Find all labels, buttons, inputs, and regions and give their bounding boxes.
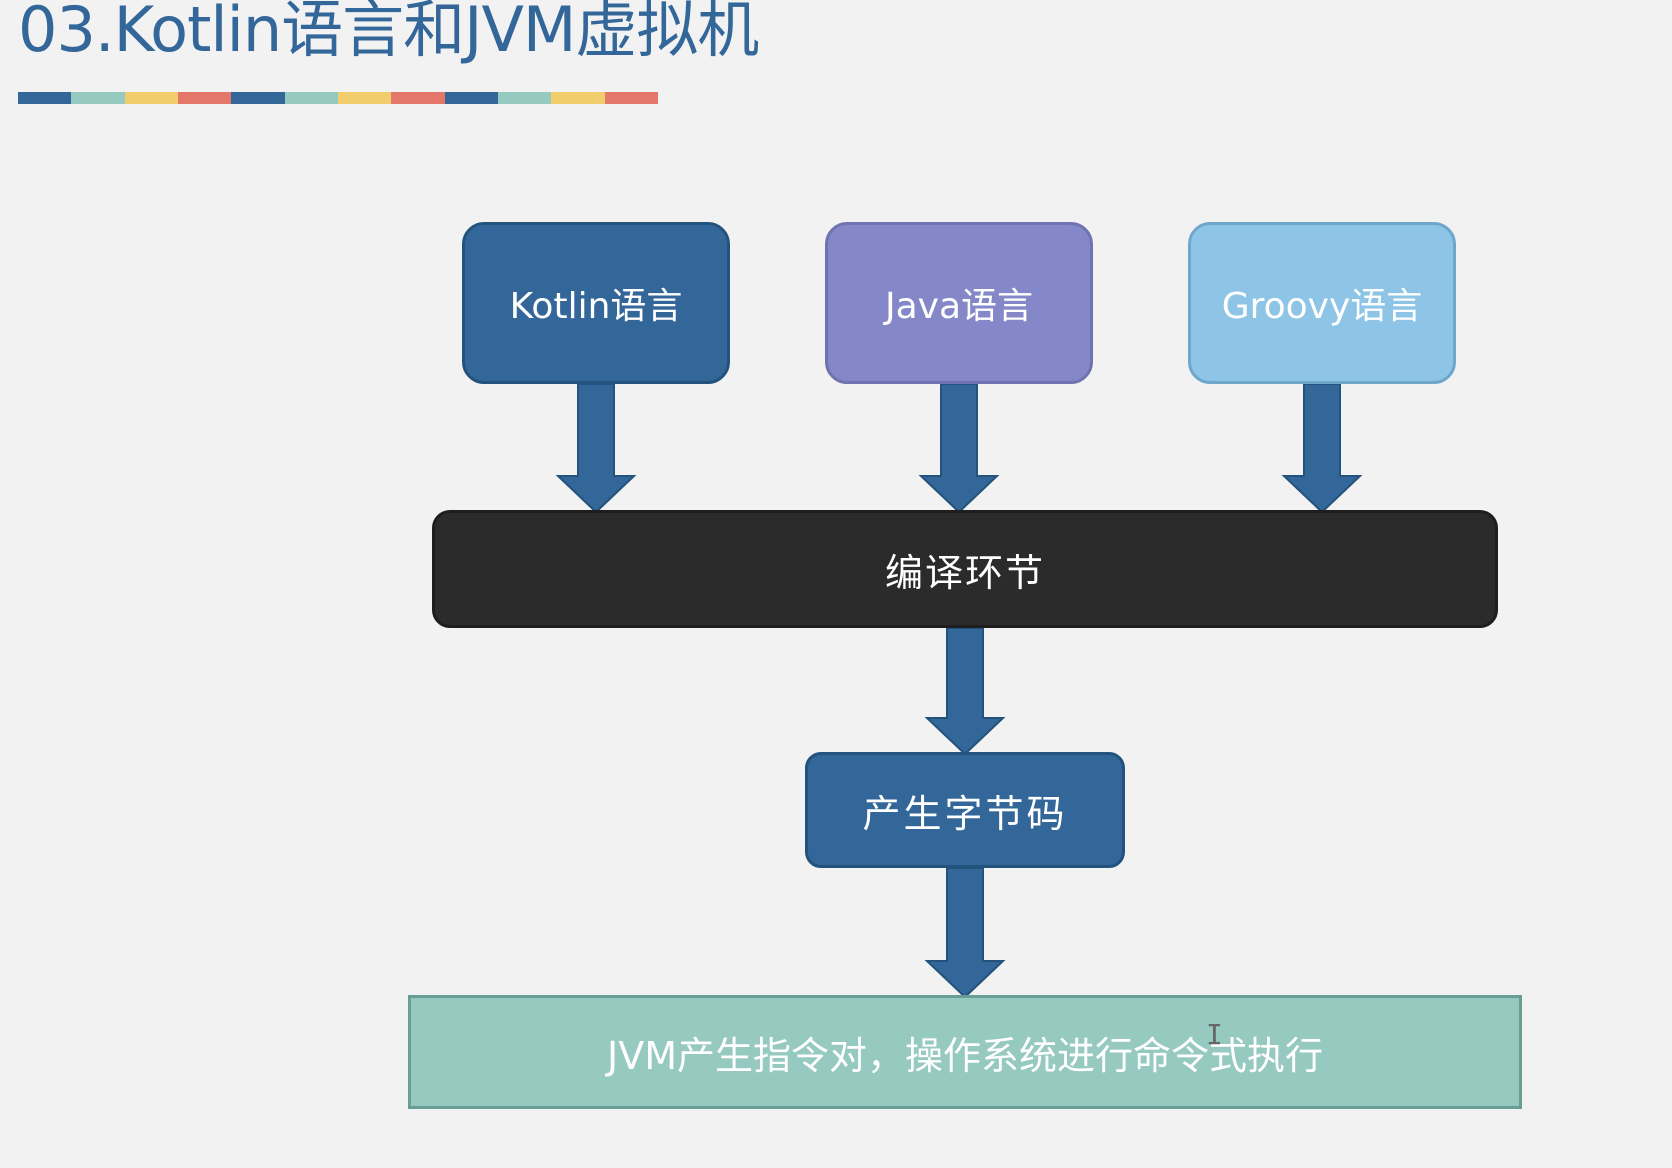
text-cursor-icon: I: [1206, 1018, 1223, 1051]
node-groovy-label: Groovy语言: [1221, 286, 1423, 327]
title-color-stripe: [18, 92, 658, 104]
arrow-kotlin-to-compile: [555, 383, 637, 514]
node-java-label: Java语言: [884, 286, 1034, 327]
stripe-segment: [391, 92, 445, 104]
arrow-compile-to-bytecode: [924, 627, 1006, 756]
stripe-segment: [71, 92, 125, 104]
slide-title: 03.Kotlin语言和JVM虚拟机: [18, 0, 759, 66]
node-groovy-language: Groovy语言: [1188, 222, 1456, 384]
stripe-segment: [551, 92, 605, 104]
stripe-segment: [497, 92, 552, 104]
stripe-segment: [444, 92, 498, 104]
arrow-groovy-to-compile: [1281, 383, 1363, 514]
node-java-language: Java语言: [825, 222, 1093, 384]
node-kotlin-label: Kotlin语言: [509, 286, 683, 327]
stripe-segment: [337, 92, 392, 104]
stripe-segment: [18, 92, 72, 104]
stripe-segment: [177, 92, 232, 104]
node-jvm-execution: JVM产生指令对，操作系统进行命令式执行: [408, 995, 1522, 1109]
stripe-segment: [284, 92, 338, 104]
stripe-segment: [604, 92, 658, 104]
arrow-bytecode-to-jvm: [924, 867, 1006, 999]
node-bytecode-label: 产生字节码: [862, 791, 1068, 836]
stripe-segment: [231, 92, 285, 104]
node-jvm-label: JVM产生指令对，操作系统进行命令式执行: [607, 1033, 1323, 1078]
node-bytecode: 产生字节码: [805, 752, 1125, 868]
stripe-segment: [124, 92, 178, 104]
arrow-java-to-compile: [918, 383, 1000, 514]
node-kotlin-language: Kotlin语言: [462, 222, 730, 384]
node-compile-label: 编译环节: [884, 550, 1045, 595]
node-compile-stage: 编译环节: [432, 510, 1498, 628]
